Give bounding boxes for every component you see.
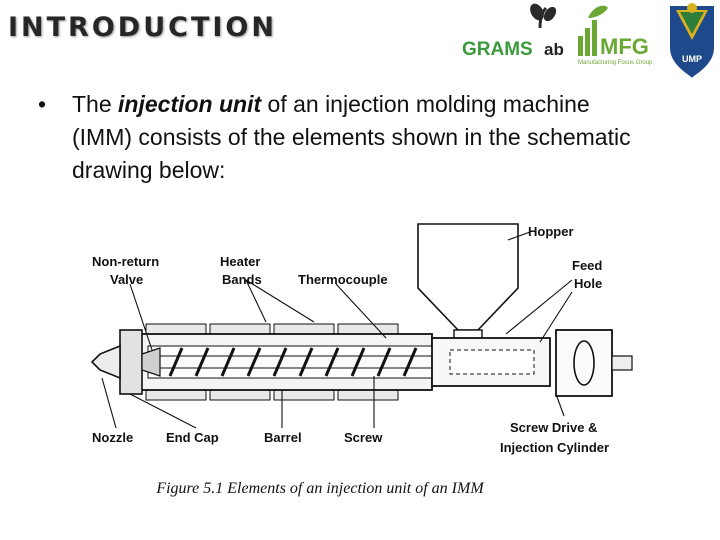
nozzle-shape [90,344,121,380]
heater-band [337,389,399,401]
hopper-shape [417,223,519,331]
mfg-logo-subtext: Manufacturing Focus Group [578,60,653,66]
grams-logo-text: GRAMS [462,39,533,60]
heater-band [273,323,335,335]
logo-bar: GRAMS ab MFG Manufacturing Focus Group U… [462,3,714,78]
slide-title: INTRODUCTION [8,12,277,43]
bullet-text: The injection unit of an injection moldi… [72,88,652,187]
non-return-valve-shape [141,347,161,377]
mfg-leaf-icon [588,5,608,18]
drive-piston-icon [573,340,595,386]
label-thermocouple: Thermocouple [298,272,388,287]
feed-housing-slot [449,349,535,375]
bullet-rest: of an injection molding machine (IMM) co… [72,91,631,183]
label-end-cap: End Cap [166,430,219,445]
ump-shield-inner-icon [680,12,704,34]
label-non-return-line1: Non-return [92,254,159,269]
label-feed-hole-line1: Feed [572,258,602,273]
label-barrel: Barrel [264,430,302,445]
bullet-emphasis: injection unit [118,91,262,117]
heater-band [145,389,207,401]
injection-cylinder [555,329,613,397]
heater-band [145,323,207,335]
mfg-bar-icon [578,36,583,56]
ump-crest-icon [687,3,697,13]
grams-logo-suffix: ab [544,40,564,59]
heater-band [337,323,399,335]
bullet-marker: • [38,91,47,117]
label-screw: Screw [344,430,383,445]
mfg-bar-icon [585,28,590,56]
end-cap-shape [119,329,143,395]
label-heater-line2: Bands [222,272,262,287]
label-screw-drive-line1: Screw Drive & [510,420,597,435]
figure-caption: Figure 5.1 Elements of an injection unit… [156,480,484,497]
ump-logo: UMP [670,3,714,78]
heater-band [209,389,271,401]
heater-band [273,389,335,401]
leaf-icon [530,3,544,21]
leader-lines [101,231,573,429]
drive-rod [611,355,633,371]
ump-shield-icon [670,6,714,78]
label-screw-drive-line2: Injection Cylinder [500,440,609,455]
grams-lab-logo: GRAMS ab [462,3,564,60]
label-feed-hole-line2: Hole [574,276,602,291]
leaf-icon [543,6,557,22]
injection-unit-diagram: Hopper Feed Hole Non-return Valve Heater… [90,223,633,455]
label-nozzle: Nozzle [92,430,133,445]
label-hopper: Hopper [528,224,574,239]
label-non-return-line2: Valve [110,272,143,287]
bullet-lead: The [72,91,119,117]
label-heater-line1: Heater [220,254,260,269]
mfg-logo: MFG Manufacturing Focus Group [578,5,653,66]
mfg-logo-text: MFG [600,34,649,59]
mfg-bar-icon [592,20,597,56]
screw-flights [168,347,418,377]
heater-band [209,323,271,335]
ump-logo-text: UMP [682,54,702,64]
heater-bands [145,323,399,401]
